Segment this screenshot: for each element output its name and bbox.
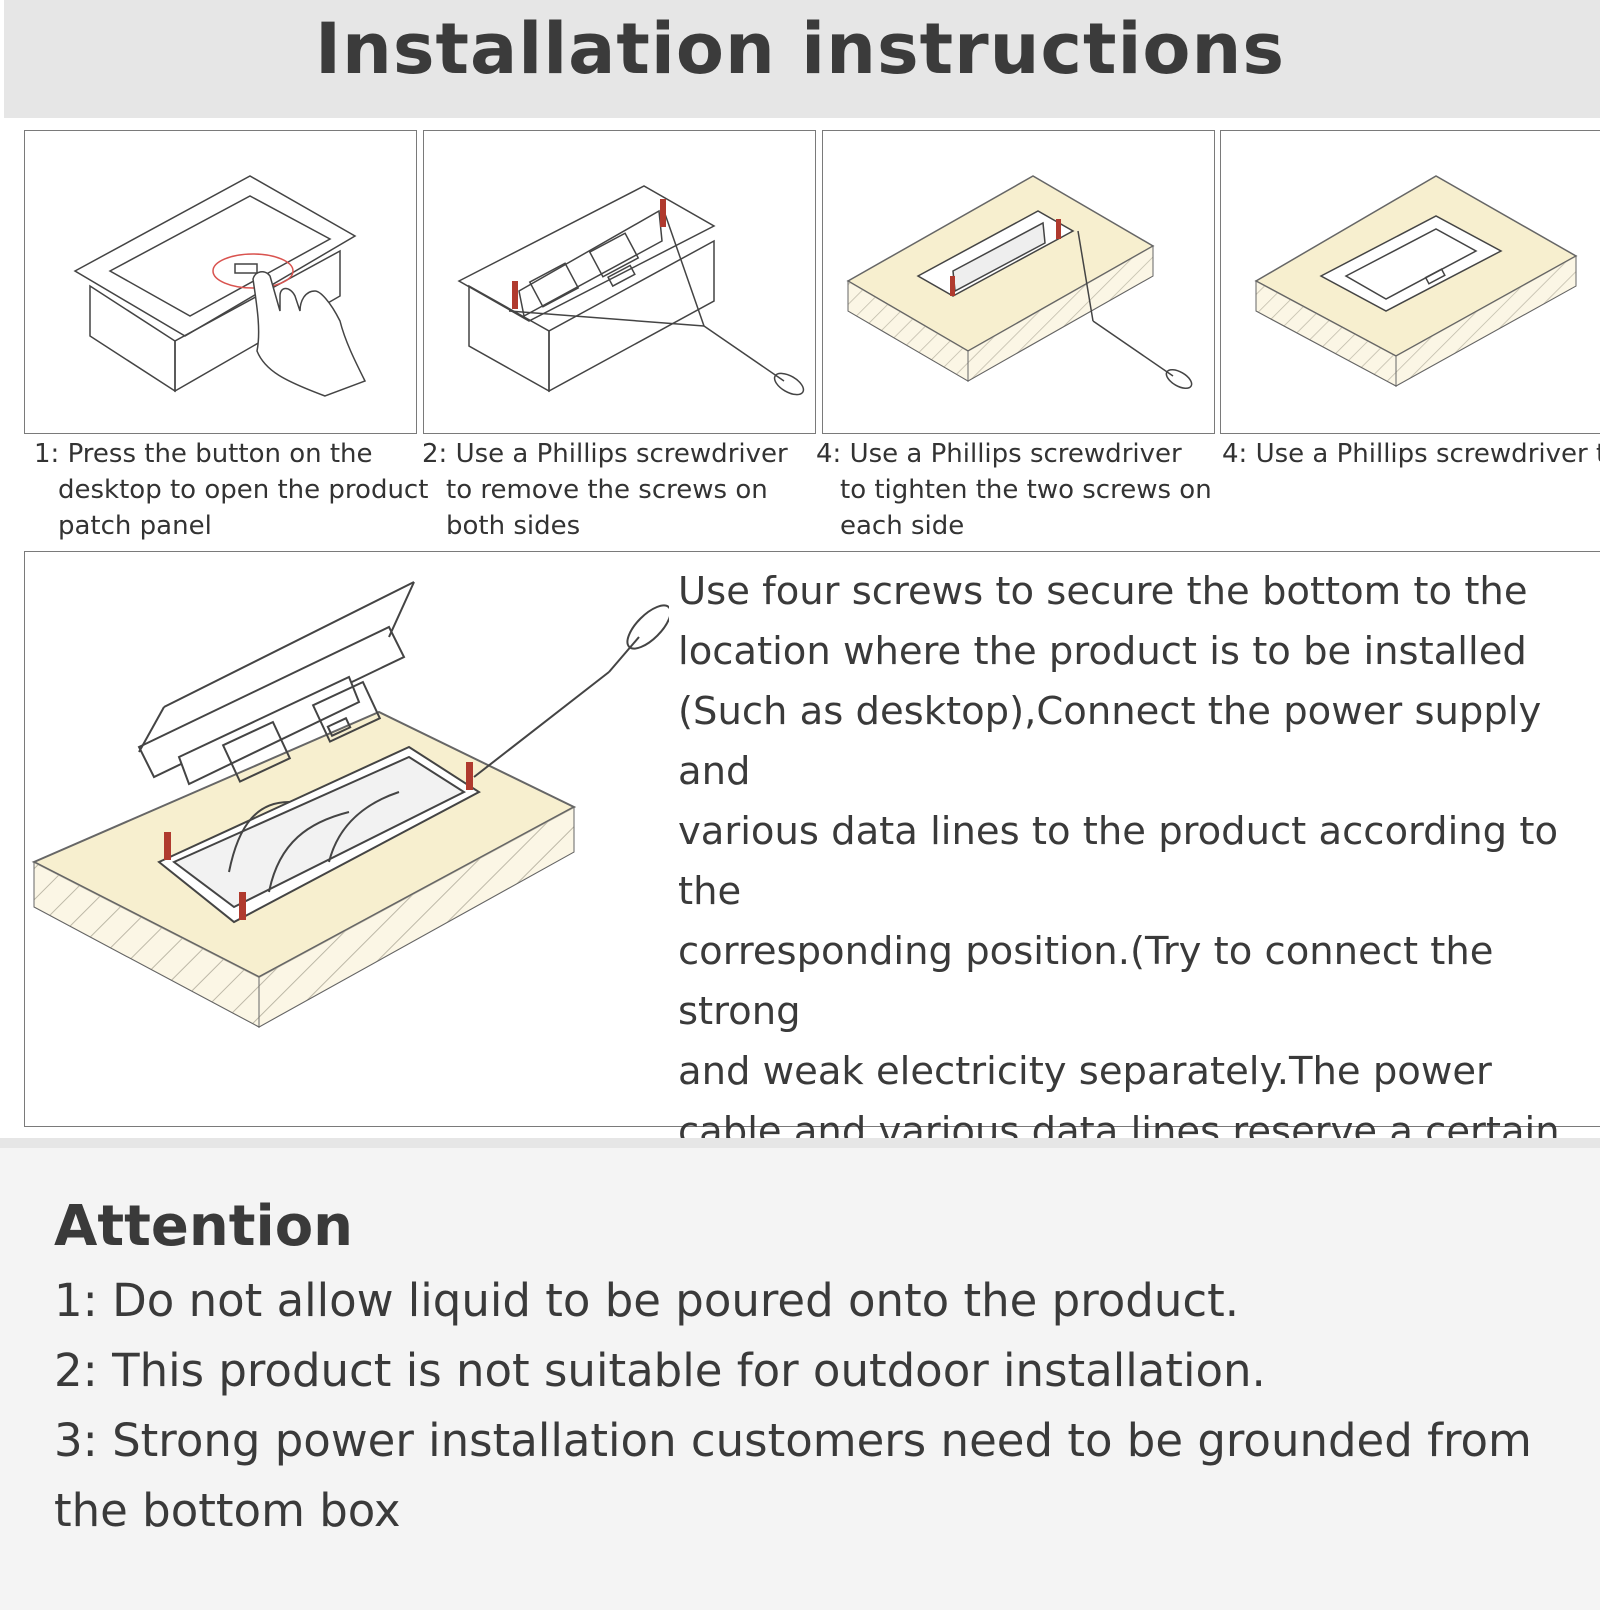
attention-section xyxy=(0,1138,1600,1610)
step-2-illustration xyxy=(423,130,816,434)
attention-item-3: 3: Strong power installation customers n… xyxy=(54,1414,1532,1537)
attention-list: 1: Do not allow liquid to be poured onto… xyxy=(54,1266,1594,1546)
step-3-illustration xyxy=(822,130,1215,434)
step-1-illustration xyxy=(24,130,417,434)
step-3-caption: 4: Use a Phillips screwdriver to tighten… xyxy=(816,439,1212,541)
step-4-illustration xyxy=(1220,130,1600,434)
step-4-caption: 4: Use a Phillips screwdriver to tighten… xyxy=(1222,439,1600,469)
header-bar xyxy=(4,0,1600,118)
attention-item-2: 2: This product is not suitable for outd… xyxy=(54,1344,1266,1397)
page-title: Installation instructions xyxy=(314,8,1286,90)
main-instruction-box xyxy=(24,551,1600,1127)
attention-title: Attention xyxy=(54,1194,354,1259)
step-1-caption: 1: Press the button on the desktop to op… xyxy=(34,439,429,541)
step-2-caption: 2: Use a Phillips screwdriver to remove … xyxy=(422,439,788,541)
installation-illustration xyxy=(31,581,669,1028)
attention-item-1: 1: Do not allow liquid to be poured onto… xyxy=(54,1274,1240,1327)
